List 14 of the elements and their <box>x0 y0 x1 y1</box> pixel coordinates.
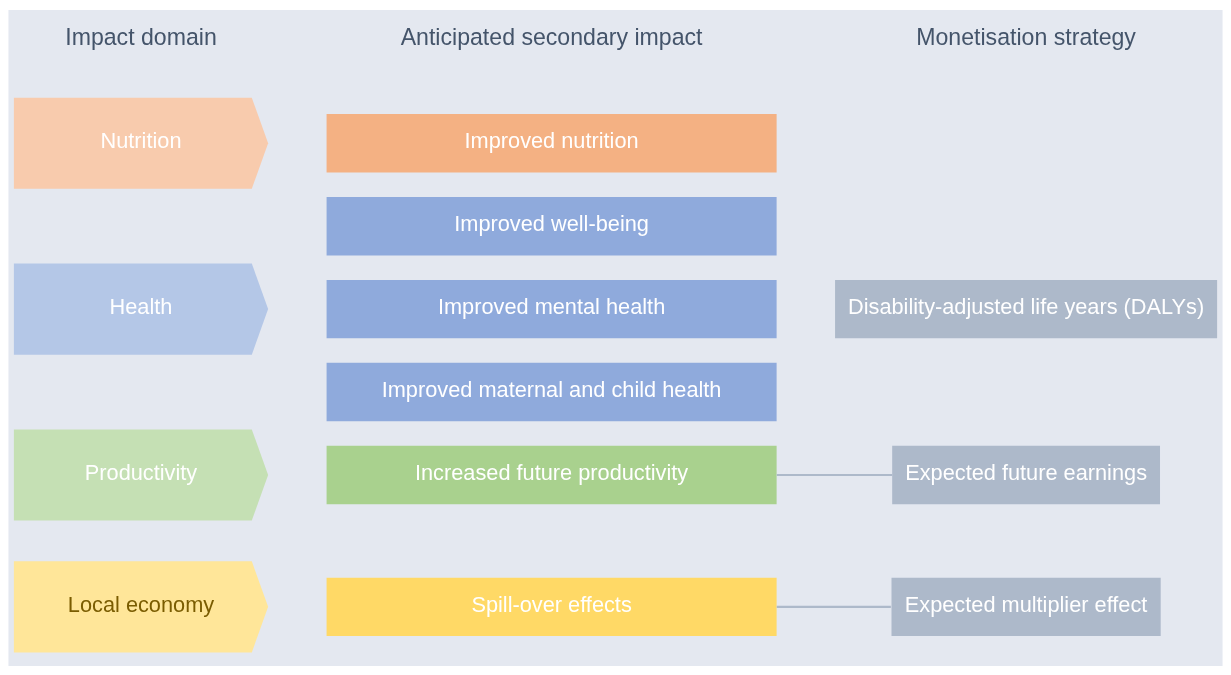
node-box: Expected future earnings <box>892 445 1160 504</box>
connector <box>776 473 893 476</box>
node-box: Increased future productivity <box>326 445 777 504</box>
connector <box>776 605 891 608</box>
label: Impact domain <box>65 23 217 50</box>
node-box: Improved well-being <box>326 196 777 255</box>
node-box: Disability-adjusted life years (DALYs) <box>835 279 1218 338</box>
node-box: Spill-over effects <box>326 577 777 636</box>
node-box: Expected multiplier effect <box>891 577 1161 636</box>
label: Anticipated secondary impact <box>400 23 703 50</box>
node-box: Improved nutrition <box>326 113 777 172</box>
node-box: Improved mental health <box>326 279 777 338</box>
label: Monetisation strategy <box>916 23 1136 50</box>
node-box: Improved maternal and child health <box>326 362 777 421</box>
